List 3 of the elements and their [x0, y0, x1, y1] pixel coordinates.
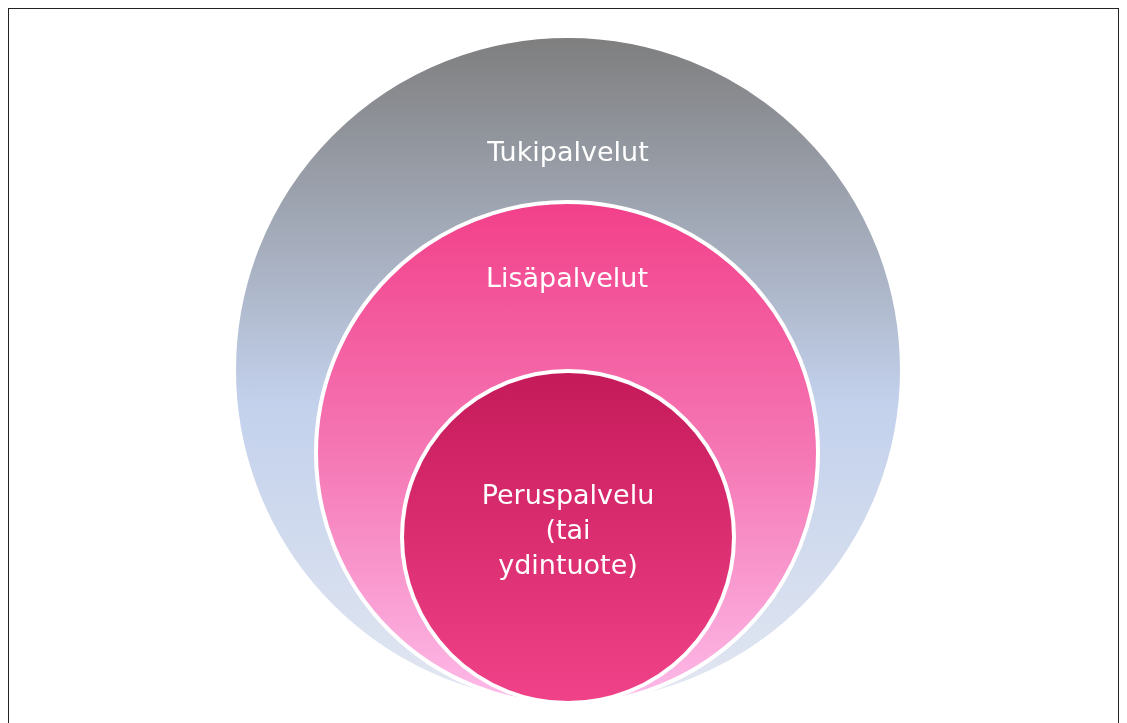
- circle-label: Lisäpalvelut: [484, 261, 650, 295]
- circle-label: Tukipalvelut: [486, 135, 650, 169]
- circle-label: Peruspalvelu (tai ydintuote): [480, 478, 656, 583]
